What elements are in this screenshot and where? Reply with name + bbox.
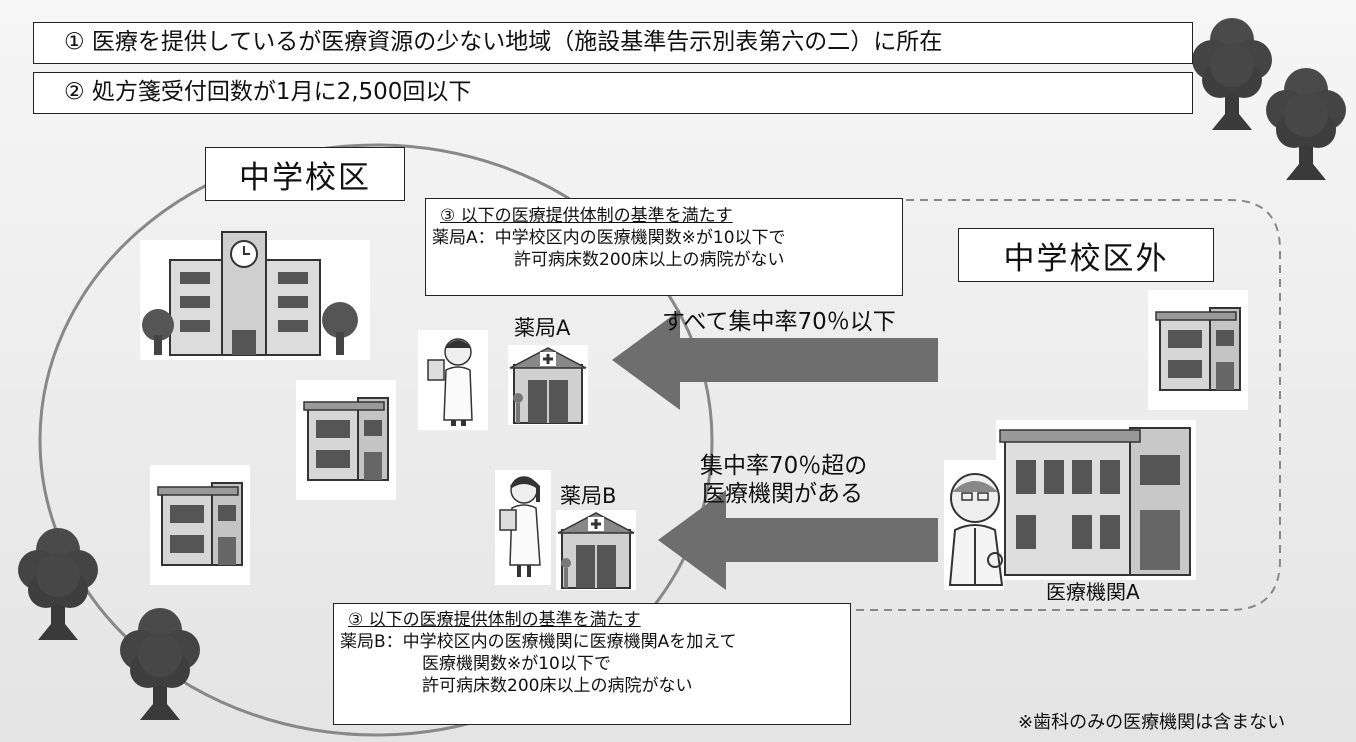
outside-district-label: 中学校区外 bbox=[958, 228, 1214, 282]
pharmacist-b-icon bbox=[495, 470, 551, 585]
pharmacy-b-label: 薬局B bbox=[560, 484, 617, 508]
building-icon bbox=[295, 379, 397, 501]
tree-icon bbox=[18, 528, 98, 640]
pharmacy-a-criteria-note: ③ 以下の医療提供体制の基準を満たす 薬局A：中学校区内の医療機関数※が10以下… bbox=[425, 198, 903, 296]
note-b-line3: 許可病床数200床以上の病院がない bbox=[422, 676, 693, 696]
condition-2: ② 処方箋受付回数が1月に2,500回以下 bbox=[33, 72, 1193, 114]
arrow-to-pharmacy-b bbox=[658, 490, 938, 590]
note-b-line2: 医療機関数※が10以下で bbox=[422, 654, 611, 674]
tree-icon bbox=[1192, 18, 1272, 130]
note-a-line2: 許可病床数200床以上の病院がない bbox=[514, 250, 785, 270]
top-arrow-label: すべて集中率70％以下 bbox=[662, 309, 896, 335]
pharmacist-a-icon bbox=[418, 330, 488, 430]
note-a-line1: 薬局A：中学校区内の医療機関数※が10以下で bbox=[432, 228, 786, 248]
pharmacy-b-criteria-note: ③ 以下の医療提供体制の基準を満たす 薬局B：中学校区内の医療機関に医療機関Aを… bbox=[333, 603, 851, 725]
bottom-arrow-label-1: 集中率70％超の bbox=[700, 453, 868, 479]
arrow-to-pharmacy-a bbox=[612, 310, 938, 410]
building-icon bbox=[1147, 289, 1249, 411]
tree-icon bbox=[120, 608, 200, 720]
school-district-label: 中学校区 bbox=[205, 147, 405, 201]
note-b-line1: 薬局B：中学校区内の医療機関に医療機関Aを加えて bbox=[340, 632, 737, 652]
note-b-heading: ③ 以下の医療提供体制の基準を満たす bbox=[348, 610, 641, 630]
hospital-icon bbox=[996, 420, 1196, 580]
bottom-arrow-label-2: 医療機関がある bbox=[702, 481, 863, 507]
doctor-icon bbox=[944, 460, 1004, 590]
pharmacy-b-icon bbox=[556, 510, 636, 590]
outside-zone-boundary bbox=[640, 199, 1281, 611]
clinic-a-label: 医療機関A bbox=[1046, 580, 1140, 604]
pharmacy-a-icon bbox=[508, 345, 588, 425]
school-icon bbox=[140, 231, 370, 360]
tree-icon bbox=[1266, 68, 1346, 180]
note-a-heading: ③ 以下の医療提供体制の基準を満たす bbox=[440, 206, 733, 226]
building-icon bbox=[149, 464, 251, 586]
pharmacy-a-label: 薬局A bbox=[514, 316, 571, 340]
footnote: ※歯科のみの医療機関は含まない bbox=[1018, 712, 1286, 733]
school-district-circle bbox=[38, 143, 714, 737]
condition-1: ① 医療を提供しているが医療資源の少ない地域（施設基準告示別表第六の二）に所在 bbox=[33, 22, 1193, 64]
